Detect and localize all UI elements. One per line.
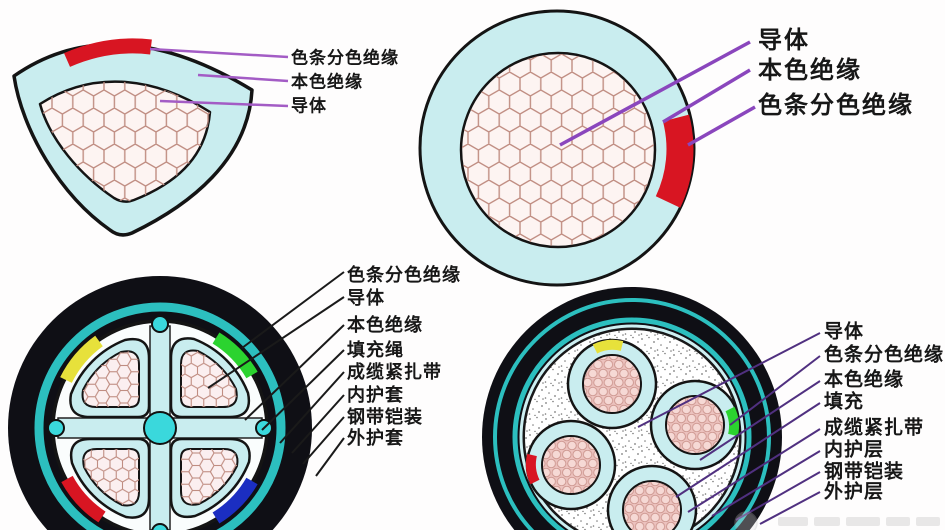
round-core (649, 379, 741, 471)
round-core-label-conductor: 导体 (758, 27, 810, 54)
round-color-strip (655, 114, 694, 208)
strip-green (212, 332, 258, 379)
fan-leader-lines (149, 47, 289, 108)
strip-red (61, 475, 106, 523)
strip-red (525, 453, 540, 485)
sector-cable-diagram (8, 271, 345, 530)
round-cable-label-conductor: 导体 (824, 321, 865, 343)
round-cable-label-filling: 填充 (824, 391, 865, 413)
sector-cable-label-conductor: 导体 (347, 288, 385, 308)
round-cable-diagram (482, 287, 821, 530)
fan-core-diagram (12, 38, 289, 237)
round-cable-label-color-strip-insulation: 色条分色绝缘 (824, 344, 945, 366)
sector-cable-label-steel-tape-armour: 钢带铠装 (347, 407, 423, 427)
round-core (525, 419, 617, 511)
sector-core (169, 337, 251, 419)
round-core-label-color-strip-insulation: 色条分色绝缘 (758, 92, 914, 119)
round-core (606, 464, 698, 530)
steel-tape-inner-ring (512, 317, 752, 530)
steel-tape-ring (34, 302, 286, 530)
sector-cable-label-natural-insulation: 本色绝缘 (347, 315, 423, 335)
round-cable-label-binding-tape: 成缆紧扎带 (824, 417, 925, 439)
sector-cable-label-color-strip-insulation: 色条分色绝缘 (347, 265, 461, 285)
sector-cores (69, 337, 251, 519)
sector-cable-label-binding-tape: 成缆紧扎带 (347, 362, 442, 382)
round-core-label-natural-insulation: 本色绝缘 (758, 57, 862, 84)
center-filler-rope (47, 315, 273, 530)
sector-color-strips (60, 332, 258, 524)
sector-cable-leader-lines (207, 271, 345, 477)
round-cable-label-steel-tape-armour: 钢带铠装 (824, 461, 905, 483)
round-core-leader-lines (559, 40, 756, 147)
round-cable-leader-lines (637, 332, 821, 525)
fan-conductor-hex (40, 81, 210, 202)
round-cable-label-natural-insulation: 本色绝缘 (824, 369, 905, 391)
round-cable-label-outer-sheath: 外护层 (824, 481, 885, 503)
strip-blue (212, 477, 258, 524)
fan-label-natural-insulation: 本色绝缘 (291, 72, 363, 92)
round-cores (525, 338, 741, 530)
fan-label-conductor: 导体 (291, 96, 327, 116)
watermark (734, 511, 940, 530)
inner-sheath-ring (519, 324, 745, 530)
sector-cable-label-outer-sheath: 外护套 (347, 428, 404, 448)
round-cable-label-inner-sheath: 内护层 (824, 439, 885, 461)
round-core-diagram (418, 9, 756, 287)
round-core (566, 338, 658, 430)
fan-color-strip (63, 38, 152, 67)
fan-label-color-strip-insulation: 色条分色绝缘 (291, 48, 399, 68)
sector-cable-label-filler-rope: 填充绳 (347, 340, 404, 360)
strip-yellow (60, 335, 103, 384)
strip-yellow (592, 339, 624, 354)
round-conductor-hex (462, 54, 654, 246)
sector-cable-label-inner-sheath: 内护套 (347, 385, 404, 405)
